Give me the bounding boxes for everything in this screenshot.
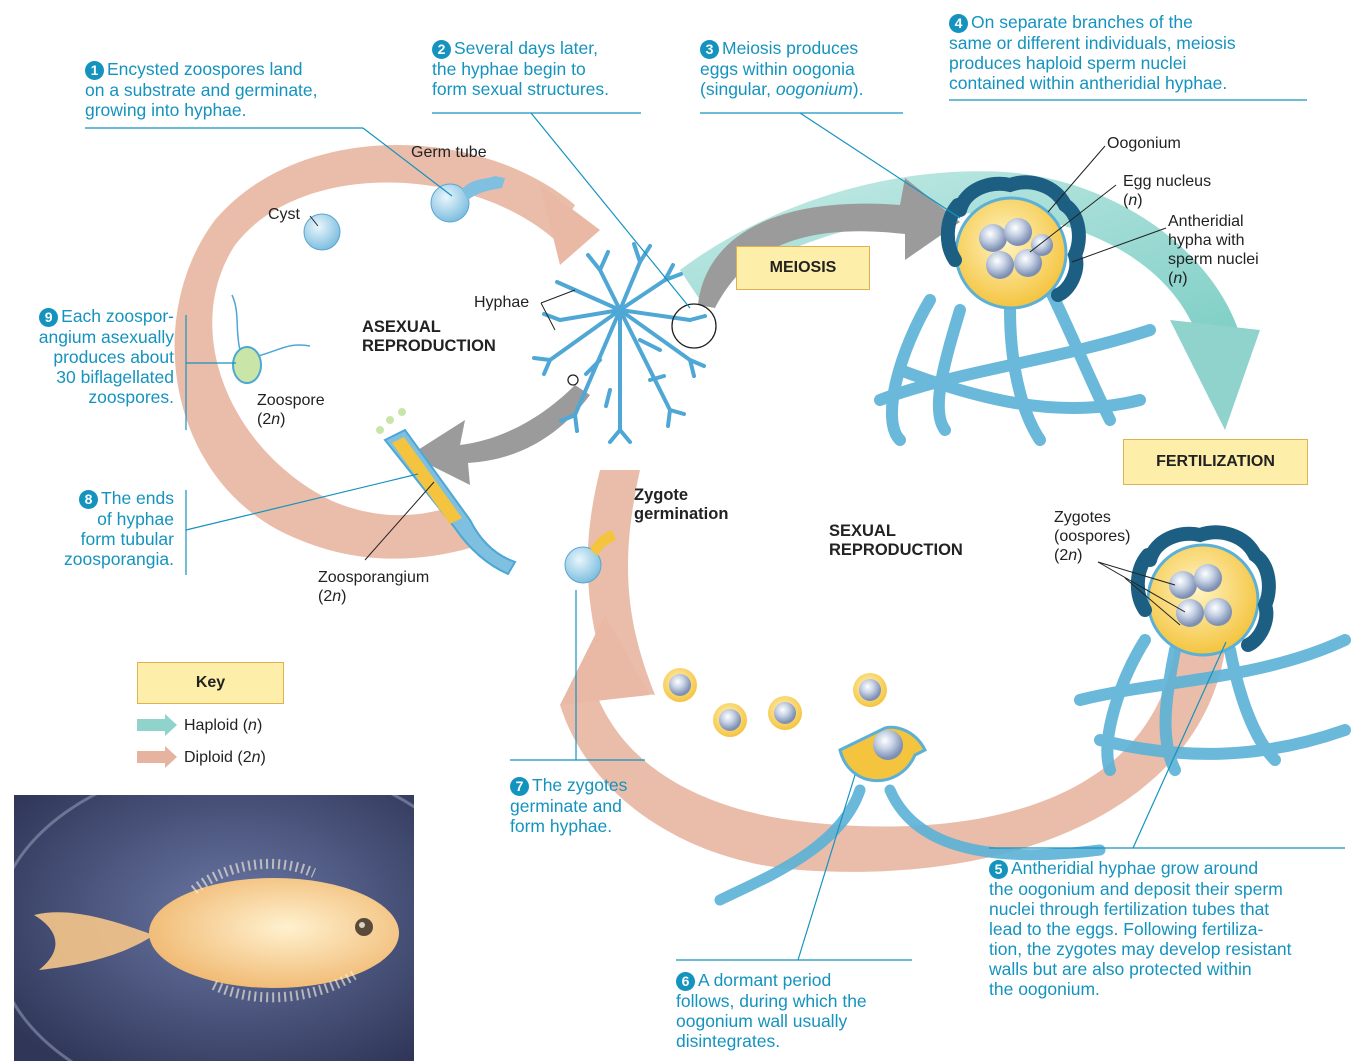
step-2-badge: 2	[432, 40, 451, 59]
step-9-badge: 9	[39, 308, 58, 327]
gray-arrow-to-asexual	[410, 385, 590, 485]
step-8-badge: 8	[79, 490, 98, 509]
step-6-badge: 6	[676, 972, 695, 991]
key-diploid-label: Diploid (2n)	[184, 748, 266, 767]
haploid-arrow-icon	[137, 714, 177, 736]
zoosporangium-label: Zoosporangium(2n)	[318, 568, 429, 606]
zoospore-label: Zoospore(2n)	[257, 391, 325, 429]
step-4-badge: 4	[949, 14, 968, 33]
goldfish-illustration	[14, 795, 414, 1061]
step-7-badge: 7	[510, 777, 529, 796]
meiosis-stage-box: MEIOSIS	[736, 246, 870, 290]
step-1-badge: 1	[85, 61, 104, 80]
key-haploid-label: Haploid (n)	[184, 716, 262, 735]
cyst-label: Cyst	[268, 205, 300, 224]
key-title: Key	[137, 662, 284, 704]
germ-tube-label: Germ tube	[411, 143, 487, 162]
zoospore-icon	[232, 295, 310, 383]
infected-goldfish-photo	[14, 795, 414, 1061]
step-5-badge: 5	[989, 860, 1008, 879]
egg-nucleus-label: Egg nucleus(n)	[1123, 172, 1211, 210]
hyphae-detail-circle	[672, 304, 716, 348]
cyst-icon	[304, 214, 340, 250]
fertilization-stage-box: FERTILIZATION	[1123, 439, 1308, 485]
oogonium-label: Oogonium	[1107, 134, 1181, 153]
diploid-arrow-icon	[137, 746, 177, 768]
zygotes-label: Zygotes(oospores)(2n)	[1054, 508, 1130, 565]
key-arrows	[137, 714, 181, 770]
hyphae-label: Hyphae	[474, 293, 529, 312]
step-3-badge: 3	[700, 40, 719, 59]
